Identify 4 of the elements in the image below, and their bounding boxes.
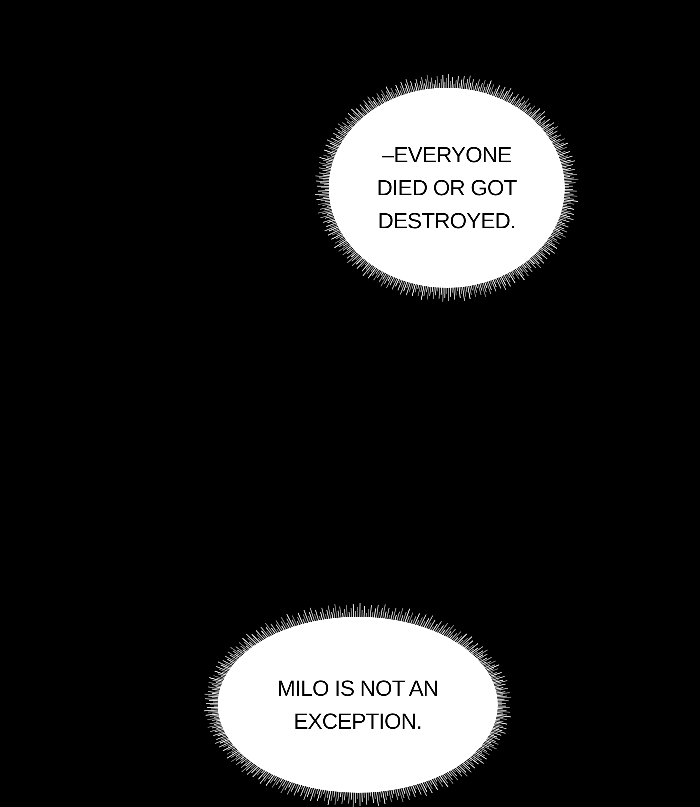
speech-bubble bbox=[315, 74, 579, 302]
dialogue-text: –EVERYONE DIED OR GOT DESTROYED. bbox=[376, 142, 518, 236]
speech-bubble bbox=[204, 603, 512, 807]
dialogue-text: MILO IS NOT AN EXCEPTION. bbox=[276, 675, 440, 736]
